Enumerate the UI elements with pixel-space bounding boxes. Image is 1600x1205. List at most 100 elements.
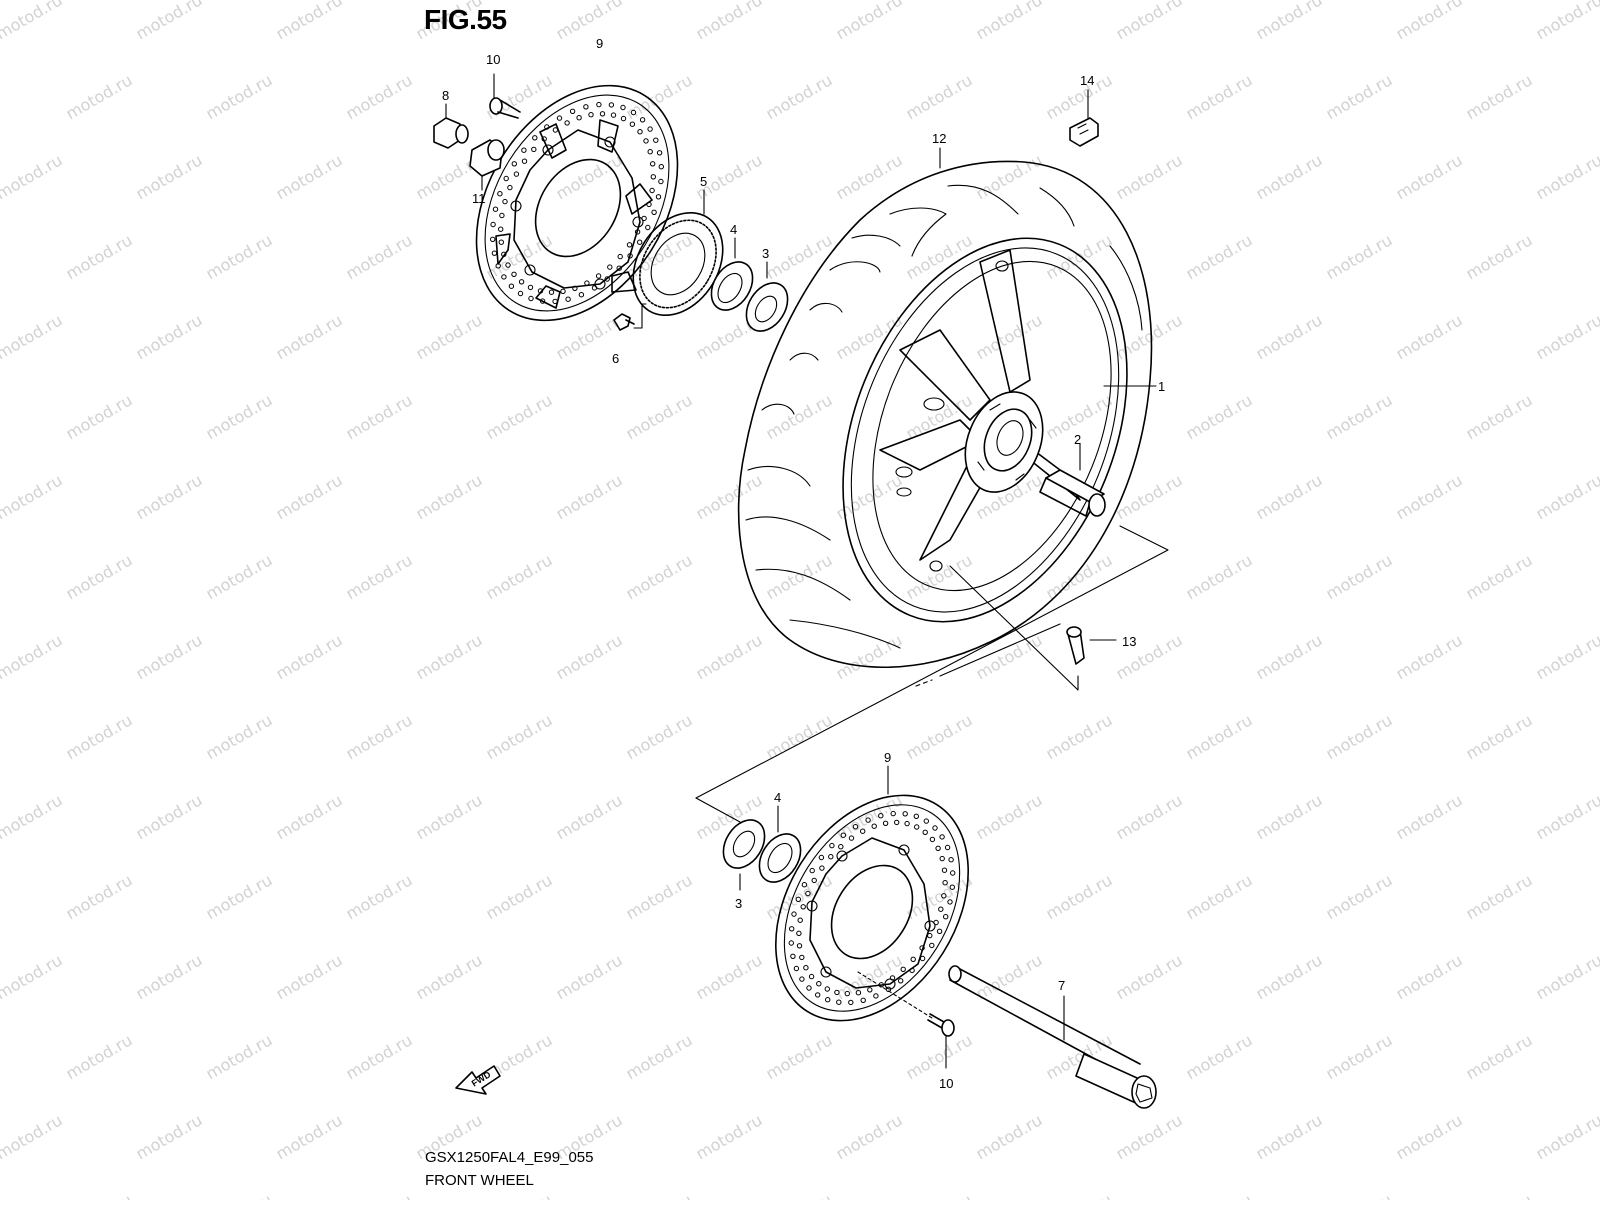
watermark-text: motod.ru — [553, 150, 626, 203]
vent-hole — [933, 826, 937, 830]
vent-hole — [817, 982, 821, 986]
vent-hole — [557, 116, 561, 120]
watermark-text: motod.ru — [1183, 230, 1256, 283]
vent-hole — [940, 835, 944, 839]
callout-4-lower: 4 — [774, 790, 781, 805]
vent-hole — [533, 136, 537, 140]
vent-hole — [861, 998, 865, 1002]
vent-hole — [789, 941, 793, 945]
vent-hole — [950, 885, 954, 889]
watermark-text: motod.ru — [1183, 390, 1256, 443]
vent-hole — [503, 199, 507, 203]
vent-hole — [630, 122, 634, 126]
callout-9-upper: 9 — [596, 36, 603, 51]
watermark-text: motod.ru — [1113, 950, 1186, 1003]
watermark-text: motod.ru — [763, 710, 836, 763]
vent-hole — [638, 130, 642, 134]
vent-hole — [936, 846, 940, 850]
vent-hole — [491, 237, 495, 241]
watermark-text: motod.ru — [1253, 150, 1326, 203]
watermark-text: motod.ru — [1113, 790, 1186, 843]
watermark-text: motod.ru — [63, 70, 136, 123]
watermark-text: motod.ru — [1393, 150, 1466, 203]
watermark-text: motod.ru — [0, 1110, 66, 1163]
vent-hole — [796, 897, 800, 901]
vent-hole — [589, 113, 593, 117]
tyre-valve — [1067, 627, 1116, 664]
vent-hole — [566, 297, 570, 301]
watermark-text: motod.ru — [343, 70, 416, 123]
vent-hole — [849, 836, 853, 840]
vent-hole — [903, 812, 907, 816]
watermark-text: motod.ru — [833, 1110, 906, 1163]
vent-hole — [911, 957, 915, 961]
watermark-text: motod.ru — [63, 1030, 136, 1083]
vent-hole — [868, 988, 872, 992]
watermark-text: motod.ru — [0, 790, 66, 843]
watermark-text: motod.ru — [413, 790, 486, 843]
vent-hole — [491, 222, 495, 226]
watermark-text: motod.ru — [833, 150, 906, 203]
figure-caption: FRONT WHEEL — [425, 1172, 534, 1189]
vent-hole — [514, 172, 518, 176]
watermark-text: motod.ru — [1323, 1030, 1396, 1083]
vent-hole — [522, 159, 526, 163]
watermark-text: motod.ru — [973, 0, 1046, 43]
watermark-text: motod.ru — [343, 870, 416, 923]
watermark-text: motod.ru — [1183, 870, 1256, 923]
watermark-text: motod.ru — [63, 710, 136, 763]
watermark-text: motod.ru — [1323, 390, 1396, 443]
vent-hole — [508, 185, 512, 189]
vent-hole — [841, 833, 845, 837]
vent-hole — [801, 905, 805, 909]
callout-8: 8 — [442, 88, 449, 103]
watermark-text: motod.ru — [133, 630, 206, 683]
vent-hole — [800, 955, 804, 959]
watermark-text: motod.ru — [133, 470, 206, 523]
vent-hole — [837, 1000, 841, 1004]
watermark-text: motod.ru — [343, 550, 416, 603]
watermark-text: motod.ru — [1533, 150, 1600, 203]
watermark-text: motod.ru — [1043, 870, 1116, 923]
watermark-text: motod.ru — [203, 390, 276, 443]
watermark-text: motod.ru — [623, 70, 696, 123]
vent-hole — [812, 878, 816, 882]
vent-hole — [826, 998, 830, 1002]
watermark-text: motod.ru — [0, 310, 66, 363]
vent-hole — [853, 825, 857, 829]
watermark-text: motod.ru — [63, 1190, 136, 1200]
vent-hole — [810, 868, 814, 872]
watermark-text: motod.ru — [63, 230, 136, 283]
watermark-text: motod.ru — [1533, 950, 1600, 1003]
vent-hole — [656, 195, 660, 199]
vent-hole — [942, 894, 946, 898]
vent-hole — [650, 188, 654, 192]
vent-hole — [930, 837, 934, 841]
watermark-text: motod.ru — [763, 550, 836, 603]
vent-hole — [951, 871, 955, 875]
vent-hole — [861, 829, 865, 833]
vent-hole — [579, 293, 583, 297]
vent-hole — [651, 162, 655, 166]
watermark-text: motod.ru — [483, 1190, 556, 1200]
vent-hole — [945, 845, 949, 849]
watermark-text: motod.ru — [1393, 0, 1466, 43]
watermark-text: motod.ru — [1393, 310, 1466, 363]
vent-hole — [621, 105, 625, 109]
watermark-text: motod.ru — [1323, 1190, 1396, 1200]
watermark-text: motod.ru — [693, 0, 766, 43]
vent-hole — [791, 954, 795, 958]
vent-hole — [948, 900, 952, 904]
vent-hole — [797, 931, 801, 935]
watermark-text: motod.ru — [1253, 0, 1326, 43]
watermark-text: motod.ru — [413, 310, 486, 363]
watermark-text: motod.ru — [623, 1190, 696, 1200]
watermark-text: motod.ru — [763, 230, 836, 283]
vent-hole — [644, 139, 648, 143]
vent-hole — [659, 179, 663, 183]
watermark-text: motod.ru — [343, 1030, 416, 1083]
callout-9-lower: 9 — [884, 750, 891, 765]
vent-hole — [792, 912, 796, 916]
watermark-text: motod.ru — [1183, 70, 1256, 123]
